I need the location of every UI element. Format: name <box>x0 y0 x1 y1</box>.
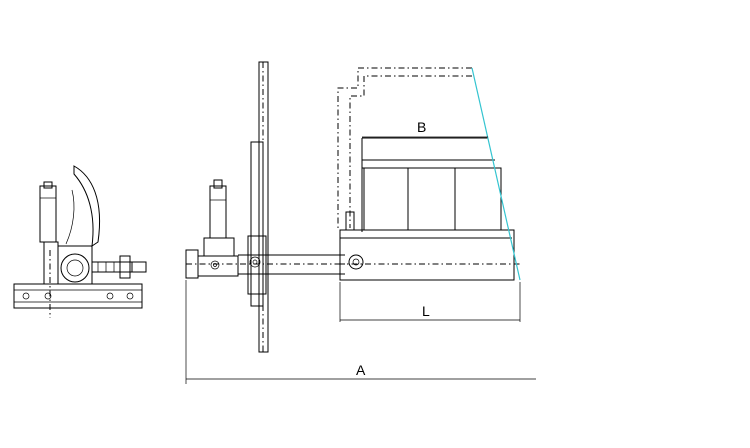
blade-segment-3 <box>454 167 502 231</box>
scraper-blade <box>73 165 101 248</box>
pivot-hub <box>60 253 90 283</box>
blade-segment-1 <box>363 167 409 231</box>
dimension-B: B <box>362 119 488 138</box>
front-view <box>185 61 345 353</box>
pivot-bolt <box>348 254 364 270</box>
dimension-B-label: B <box>417 119 426 135</box>
dimension-L-label: L <box>422 303 430 319</box>
mount-post <box>258 61 269 353</box>
side-view <box>13 165 147 318</box>
spring-cylinder <box>39 185 57 243</box>
belt-edge <box>471 67 521 281</box>
belt-frame <box>337 67 472 230</box>
base-plate <box>13 283 143 309</box>
blade-segment-2 <box>407 167 456 231</box>
tension-cylinder <box>209 185 227 239</box>
main-view <box>337 67 521 281</box>
dimension-A: A <box>185 280 536 384</box>
dimension-L: L <box>339 282 521 322</box>
dimension-A-label: A <box>356 362 366 378</box>
